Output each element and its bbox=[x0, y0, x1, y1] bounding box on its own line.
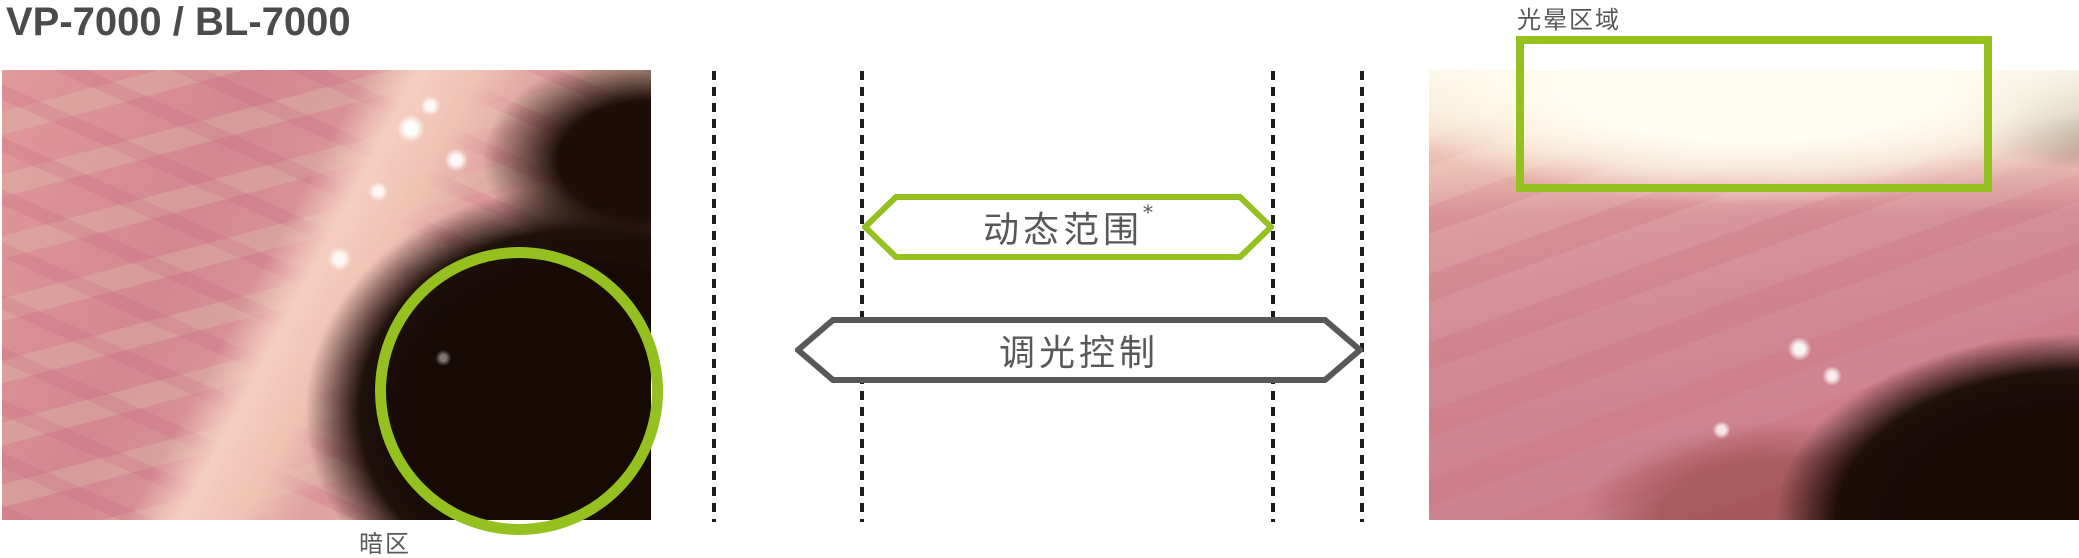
dashed-divider-2 bbox=[860, 71, 864, 522]
dashed-divider-3 bbox=[1271, 71, 1275, 522]
hexagon-outline-gray-icon bbox=[795, 317, 1363, 383]
dark-area-highlight-circle bbox=[375, 247, 663, 535]
dashed-divider-4 bbox=[1360, 71, 1364, 522]
hexagon-outline-green-icon bbox=[862, 194, 1274, 260]
dark-area-caption: 暗区 bbox=[359, 530, 411, 558]
dynamic-range-label: 动态范围 bbox=[982, 210, 1143, 251]
halo-area-caption: 光晕区域 bbox=[1517, 6, 1621, 34]
dashed-divider-1 bbox=[712, 71, 716, 522]
dynamic-range-footnote-asterisk: * bbox=[1143, 200, 1153, 224]
dimming-control-label-wrap: 调光控制 bbox=[795, 317, 1363, 383]
endoscopy-image-halo-area bbox=[1429, 70, 2079, 520]
page-title: VP-7000 / BL-7000 bbox=[6, 0, 351, 44]
dimming-control-badge: 调光控制 bbox=[795, 317, 1363, 383]
dimming-control-label: 调光控制 bbox=[998, 333, 1159, 374]
dynamic-range-label-wrap: 动态范围* bbox=[862, 194, 1274, 260]
dynamic-range-badge: 动态范围* bbox=[862, 194, 1274, 260]
halo-area-highlight-rect bbox=[1516, 36, 1992, 192]
